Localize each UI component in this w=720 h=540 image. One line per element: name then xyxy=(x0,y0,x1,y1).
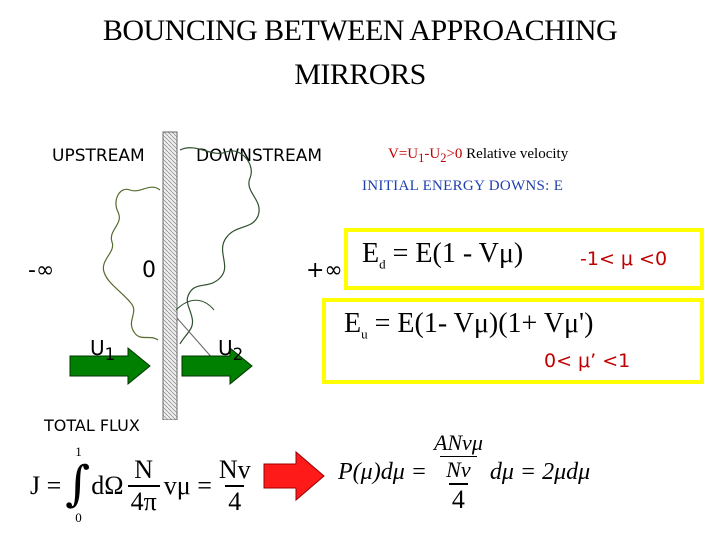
flux-domega: dΩ xyxy=(91,471,123,501)
minus-infinity-label: -∞ xyxy=(28,258,54,283)
eu-equation: Eu = E(1- Vμ)(1+ Vμ') xyxy=(344,308,593,343)
integral-sign: 1 ∫ 0 xyxy=(65,446,91,526)
relative-velocity-text: Relative velocity xyxy=(462,146,568,162)
flux-j: J = xyxy=(30,471,61,501)
initial-energy-note: INITIAL ENERGY DOWNS: E xyxy=(362,178,563,195)
velocity-definition: V=U1-U2>0 xyxy=(388,146,462,162)
probability-equation: P(μ)dμ = ANvμ Nv 4 dμ = 2μdμ xyxy=(338,430,590,515)
plus-infinity-label: +∞ xyxy=(306,258,343,283)
total-flux-label: TOTAL FLUX xyxy=(44,416,140,435)
mu-range-u: 0< μ’ <1 xyxy=(544,350,630,372)
flux-vmu: vμ = xyxy=(164,471,212,501)
ed-equation-box: Ed = E(1 - Vμ) -1< μ <0 xyxy=(344,228,704,290)
mu-range-d: -1< μ <0 xyxy=(580,248,667,270)
downstream-path xyxy=(180,148,259,344)
integral-lower: 0 xyxy=(75,510,82,526)
relative-velocity-note: V=U1-U2>0 Relative velocity xyxy=(388,146,568,166)
trajectory-arc xyxy=(176,300,214,310)
zero-label: 0 xyxy=(142,258,156,283)
u2-label: U2 xyxy=(218,336,243,364)
prob-outer-fraction: ANvμ Nv 4 xyxy=(431,430,486,515)
reflection-line xyxy=(177,318,214,360)
title-line-2: MIRRORS xyxy=(0,58,720,92)
prob-lhs: P(μ)dμ = xyxy=(338,459,427,486)
integral-glyph: ∫ xyxy=(65,456,90,512)
prob-rhs: dμ = 2μdμ xyxy=(490,459,590,486)
prob-inner-fraction: ANvμ Nv xyxy=(431,430,486,483)
title-line-1: BOUNCING BETWEEN APPROACHING xyxy=(0,14,720,48)
u1-label: U1 xyxy=(90,336,115,364)
mirror-plate xyxy=(163,132,177,420)
ed-equation: Ed = E(1 - Vμ) xyxy=(362,238,523,273)
eu-equation-box: Eu = E(1- Vμ)(1+ Vμ') 0< μ’ <1 xyxy=(322,298,704,384)
red-arrow xyxy=(262,450,326,502)
